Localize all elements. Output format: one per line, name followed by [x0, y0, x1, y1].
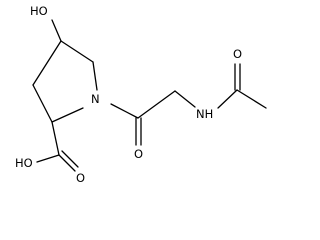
bond-n1-c2 — [51, 107, 84, 123]
bond-camide-ch2 — [137, 90, 176, 119]
bond-ccooh-o-1 — [58, 154, 76, 172]
atom-label-ring-nitrogen: N — [91, 92, 100, 106]
bond-nh-cacetyl — [217, 89, 238, 109]
atom-label-acetyl-oxygen: O — [233, 47, 242, 61]
bond-c5-n1 — [92, 61, 98, 91]
bond-c3-c4 — [32, 40, 62, 86]
atom-label-amide-oxygen: O — [134, 147, 143, 161]
bond-ccooh-oh — [36, 154, 60, 163]
structure-diagram: HO N HO O O NH O — [15, 4, 267, 185]
atom-label-hydroxyl: HO — [30, 4, 48, 18]
bond-c2-c3 — [32, 84, 53, 123]
bond-ch2-nh — [174, 90, 196, 108]
bond-c2-ccooh — [51, 121, 60, 156]
bond-c4-oh — [51, 19, 62, 42]
bond-ccooh-o-2 — [61, 150, 79, 168]
atom-label-amide-nitrogen: NH — [196, 107, 213, 121]
atom-label-carboxyl-oxygen: O — [76, 171, 85, 185]
bond-cacetyl-ch3 — [236, 89, 267, 109]
atom-label-carboxyl-hydroxyl: HO — [15, 156, 33, 170]
bond-c4-c5 — [60, 40, 94, 63]
bond-n1-camide — [110, 103, 139, 119]
